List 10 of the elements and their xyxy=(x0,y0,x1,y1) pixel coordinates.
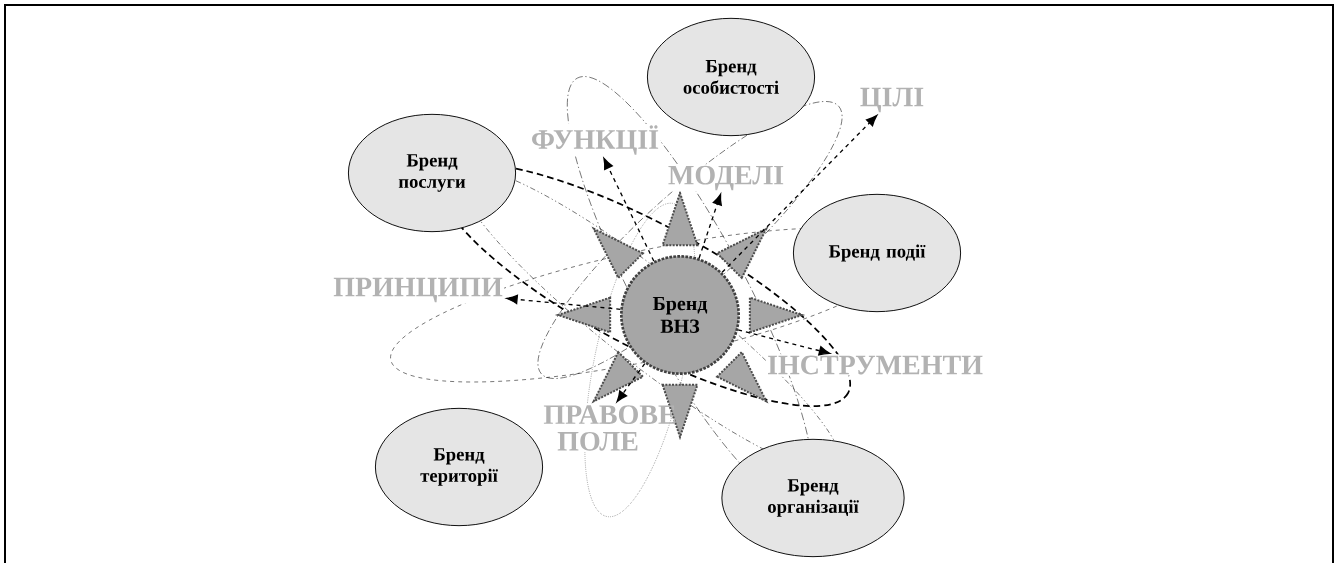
arrow xyxy=(616,362,646,403)
category-label: ФУНКЦІЇ xyxy=(529,124,661,156)
arrow xyxy=(603,157,655,262)
arrow xyxy=(506,294,621,310)
arrow xyxy=(698,193,722,259)
category-label: ПРИНЦИПИ xyxy=(331,276,505,304)
category-label: МОДЕЛІ xyxy=(666,164,786,192)
category-label: ЦІЛІ xyxy=(858,86,926,114)
arrow xyxy=(721,114,878,273)
category-label: ІНСТРУМЕНТИ xyxy=(765,354,985,376)
